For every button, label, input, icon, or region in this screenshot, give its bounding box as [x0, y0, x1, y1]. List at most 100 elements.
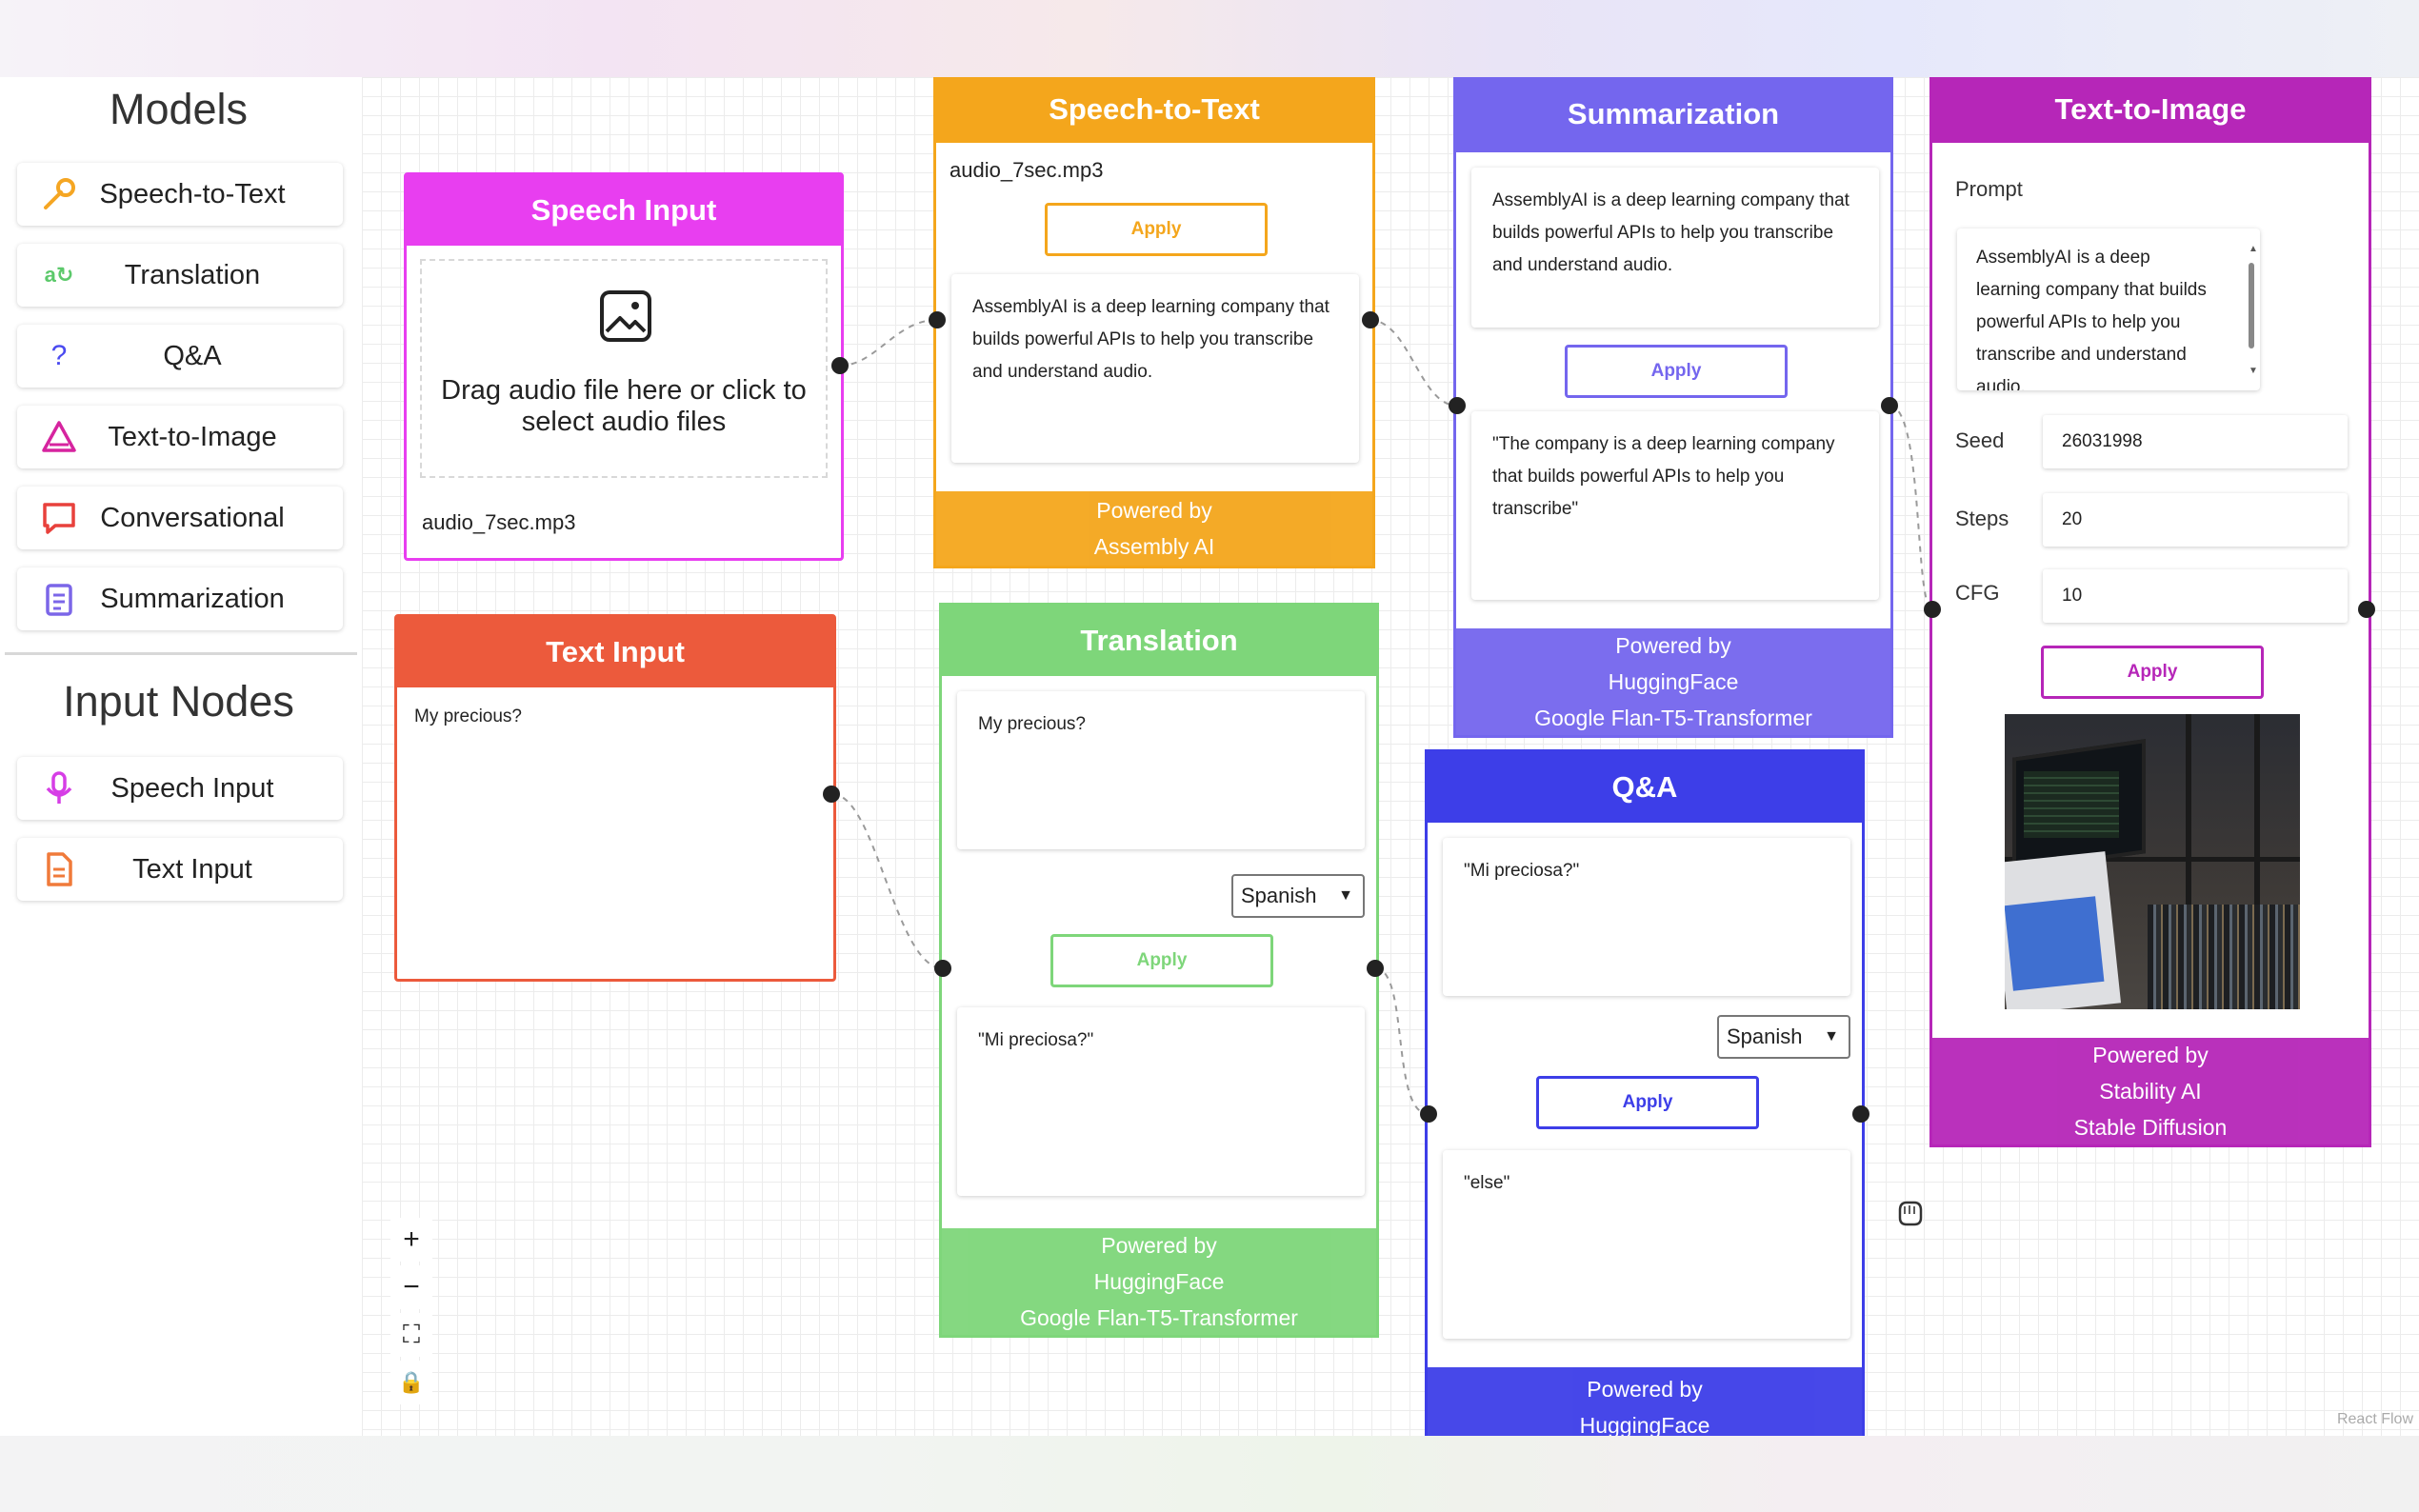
edge-translation-to-qa: [1374, 967, 1429, 1115]
text-input-field[interactable]: My precious?: [414, 706, 522, 726]
apply-button[interactable]: Apply: [1045, 203, 1268, 256]
footer-line: Stability AI: [2099, 1079, 2202, 1104]
stt-target-handle[interactable]: [929, 311, 946, 328]
footer-line: HuggingFace: [1608, 669, 1739, 694]
chevron-down-icon: ▼: [1338, 887, 1353, 904]
sidebar-item-label: Text-to-Image: [108, 421, 277, 452]
language-select[interactable]: Spanish ▼: [1231, 874, 1365, 918]
sidebar-item-summarization[interactable]: Summarization: [17, 567, 343, 630]
speech-to-text-node[interactable]: Speech-to-Text audio_7sec.mp3 Apply Asse…: [933, 77, 1375, 568]
dropzone-text: Drag audio file here or click to select …: [441, 375, 807, 437]
summarization-input[interactable]: AssemblyAI is a deep learning company th…: [1471, 168, 1879, 328]
node-title: Text Input: [397, 617, 833, 687]
models-heading: Models: [109, 85, 249, 133]
apply-button[interactable]: Apply: [2041, 646, 2264, 699]
footer-line: HuggingFace: [1579, 1413, 1710, 1436]
footer-line: Powered by: [2092, 1043, 2209, 1067]
steps-label: Steps: [1955, 507, 2009, 530]
scroll-up-icon: ▲: [2249, 244, 2258, 254]
translation-output: "Mi preciosa?": [957, 1007, 1365, 1196]
translation-source-handle[interactable]: [1367, 960, 1384, 977]
footer-line: Assembly AI: [1093, 534, 1215, 559]
sidebar: Models Speech-to-Text a↻ Translation ? Q…: [0, 77, 357, 1436]
flow-canvas[interactable]: Speech Input Drag audio file here or cli…: [362, 77, 2419, 1436]
text-input-node[interactable]: Text Input My precious?: [394, 614, 836, 982]
zoom-out-button[interactable]: −: [390, 1265, 432, 1309]
scrollbar-thumb[interactable]: [2249, 263, 2254, 348]
apply-button[interactable]: Apply: [1565, 345, 1788, 398]
steps-input[interactable]: 20: [2043, 493, 2348, 547]
translation-input[interactable]: My precious?: [957, 691, 1365, 849]
edge-summarization-to-tti: [1889, 405, 1933, 610]
chat-icon: [38, 497, 80, 539]
sidebar-item-label: Q&A: [163, 340, 222, 371]
node-title: Text-to-Image: [1932, 77, 2369, 143]
translation-target-handle[interactable]: [934, 960, 951, 977]
node-title: Speech-to-Text: [936, 77, 1372, 143]
file-name: audio_7sec.mp3: [950, 158, 1104, 182]
prompt-textarea[interactable]: AssemblyAI is a deep learning company th…: [1957, 229, 2260, 390]
sidebar-item-text-input[interactable]: Text Input: [17, 838, 343, 901]
grab-cursor-icon: [1893, 1197, 1926, 1229]
top-gradient-band: [0, 0, 2419, 77]
tti-target-handle[interactable]: [1924, 601, 1941, 618]
file-name: audio_7sec.mp3: [422, 510, 576, 534]
footer-line: Stable Diffusion: [2073, 1115, 2228, 1140]
scroll-down-icon: ▼: [2249, 366, 2258, 376]
summarization-target-handle[interactable]: [1449, 397, 1466, 414]
footer-line: Powered by: [1101, 1233, 1217, 1258]
text-to-image-node[interactable]: Text-to-Image Prompt AssemblyAI is a dee…: [1929, 77, 2371, 1147]
translation-node[interactable]: Translation My precious? Spanish ▼ Apply…: [939, 603, 1379, 1338]
seed-input[interactable]: 26031998: [2043, 415, 2348, 468]
react-flow-attribution[interactable]: React Flow: [2336, 1411, 2413, 1427]
node-footer: Powered by HuggingFace: [1428, 1367, 1862, 1436]
audio-dropzone[interactable]: Drag audio file here or click to select …: [420, 259, 828, 478]
edges-layer: [831, 319, 1933, 1115]
node-title: Translation: [942, 606, 1376, 676]
summarization-node[interactable]: Summarization AssemblyAI is a deep learn…: [1453, 77, 1893, 738]
language-select-value: Spanish: [1727, 1025, 1803, 1048]
qa-source-handle[interactable]: [1852, 1105, 1869, 1123]
sidebar-item-speech-to-text[interactable]: Speech-to-Text: [17, 163, 343, 226]
language-select[interactable]: Spanish ▼: [1717, 1015, 1850, 1059]
cfg-input[interactable]: 10: [2043, 569, 2348, 623]
qa-input[interactable]: "Mi preciosa?": [1443, 838, 1850, 996]
speech-input-node[interactable]: Speech Input Drag audio file here or cli…: [404, 172, 844, 561]
sidebar-item-translation[interactable]: a↻ Translation: [17, 244, 343, 307]
footer-line: Google Flan-T5-Transformer: [1020, 1305, 1298, 1330]
sidebar-item-speech-input[interactable]: Speech Input: [17, 757, 343, 820]
stt-source-handle[interactable]: [1362, 311, 1379, 328]
lock-button[interactable]: 🔒: [390, 1361, 432, 1404]
prompt-label: Prompt: [1955, 177, 2023, 201]
language-select-value: Spanish: [1241, 884, 1317, 907]
sidebar-item-qa[interactable]: ? Q&A: [17, 325, 343, 388]
sidebar-item-label: Translation: [124, 259, 261, 290]
node-title: Summarization: [1456, 77, 1890, 152]
cfg-label: CFG: [1955, 581, 2000, 605]
sidebar-item-label: Speech Input: [110, 772, 274, 804]
speech-input-source-handle[interactable]: [831, 357, 849, 374]
node-footer: Powered by HuggingFace Google Flan-T5-Tr…: [942, 1228, 1376, 1335]
edge-stt-to-summarization: [1369, 319, 1458, 407]
prompt-scrollbar[interactable]: ▲ ▼: [2247, 238, 2258, 381]
edge-text-input-to-translation: [831, 793, 944, 969]
node-footer: Powered by Stability AI Stable Diffusion: [1932, 1038, 2369, 1144]
footer-line: Google Flan-T5-Transformer: [1534, 706, 1812, 730]
qa-node[interactable]: Q&A "Mi preciosa?" Spanish ▼ Apply "else…: [1425, 749, 1865, 1436]
qa-output: "else": [1443, 1150, 1850, 1339]
zoom-in-button[interactable]: +: [390, 1218, 432, 1262]
footer-line: HuggingFace: [1093, 1269, 1225, 1294]
sidebar-item-label: Conversational: [100, 502, 285, 533]
sidebar-item-conversational[interactable]: Conversational: [17, 487, 343, 549]
summarization-source-handle[interactable]: [1881, 397, 1898, 414]
node-footer: Powered by Assembly AI: [936, 491, 1372, 566]
tti-source-handle[interactable]: [2358, 601, 2375, 618]
fit-view-button[interactable]: ⛶: [390, 1313, 432, 1357]
apply-button[interactable]: Apply: [1050, 934, 1273, 987]
text-input-source-handle[interactable]: [823, 786, 840, 803]
qa-target-handle[interactable]: [1420, 1105, 1437, 1123]
chevron-down-icon: ▼: [1824, 1028, 1839, 1044]
sidebar-divider: [5, 652, 357, 655]
apply-button[interactable]: Apply: [1536, 1076, 1759, 1129]
sidebar-item-text-to-image[interactable]: Text-to-Image: [17, 406, 343, 468]
